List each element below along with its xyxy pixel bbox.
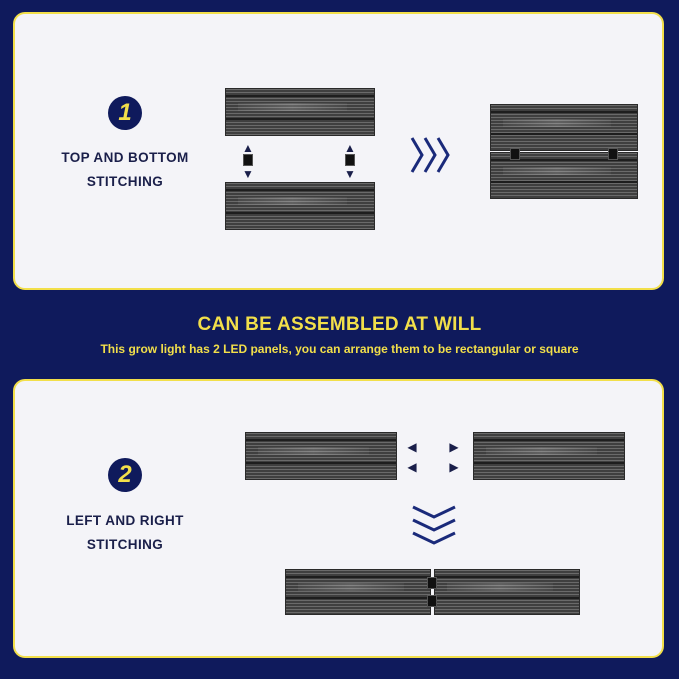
- step-1-label-line2: STITCHING: [86, 174, 164, 189]
- step-2-badge: 2: [108, 458, 142, 492]
- subline: This grow light has 2 LED panels, you ca…: [100, 342, 579, 356]
- step-1-badge: 1: [108, 96, 142, 130]
- arrow-right-icon: ▶: [449, 440, 459, 454]
- arrow-left-icon: ◀: [407, 460, 417, 474]
- led-panel-bottom: [225, 182, 375, 230]
- step-1-label-line1: TOP AND BOTTOM: [61, 150, 189, 165]
- connector-icon: [427, 577, 437, 589]
- top-bottom-card: 1 TOP AND BOTTOM STITCHING ▲ ▼ ▲ ▼: [13, 12, 664, 290]
- arrow-up-icon: ▲: [242, 141, 254, 155]
- led-panel-assembled-top: [490, 104, 638, 151]
- connector-icon: [608, 148, 618, 160]
- arrow-right-icon: ▶: [449, 460, 459, 474]
- step-2-label-line1: LEFT AND RIGHT: [66, 513, 184, 528]
- connector-icon: [427, 595, 437, 607]
- step-2-label-line2: STITCHING: [86, 537, 164, 552]
- step-1-label: TOP AND BOTTOM STITCHING: [35, 146, 215, 194]
- arrow-up-icon: ▲: [344, 141, 356, 155]
- headline: CAN BE ASSEMBLED AT WILL: [197, 314, 482, 335]
- arrow-down-icon: ▼: [242, 167, 254, 181]
- step-2-label: LEFT AND RIGHT STITCHING: [35, 509, 215, 557]
- led-panel-left: [245, 432, 397, 480]
- left-right-card: 2 LEFT AND RIGHT STITCHING ◀ ▶ ◀ ▶: [13, 379, 664, 658]
- arrow-left-icon: ◀: [407, 440, 417, 454]
- led-panel-right: [473, 432, 625, 480]
- led-panel-assembled-right: [434, 569, 580, 615]
- connector-icon: [510, 148, 520, 160]
- connector-icon: [243, 154, 253, 166]
- arrow-down-icon: ▼: [344, 167, 356, 181]
- chevron-down-triple-icon: [409, 503, 459, 554]
- led-panel-top: [225, 88, 375, 136]
- led-panel-assembled-left: [285, 569, 431, 615]
- chevron-right-triple-icon: [408, 132, 454, 183]
- connector-icon: [345, 154, 355, 166]
